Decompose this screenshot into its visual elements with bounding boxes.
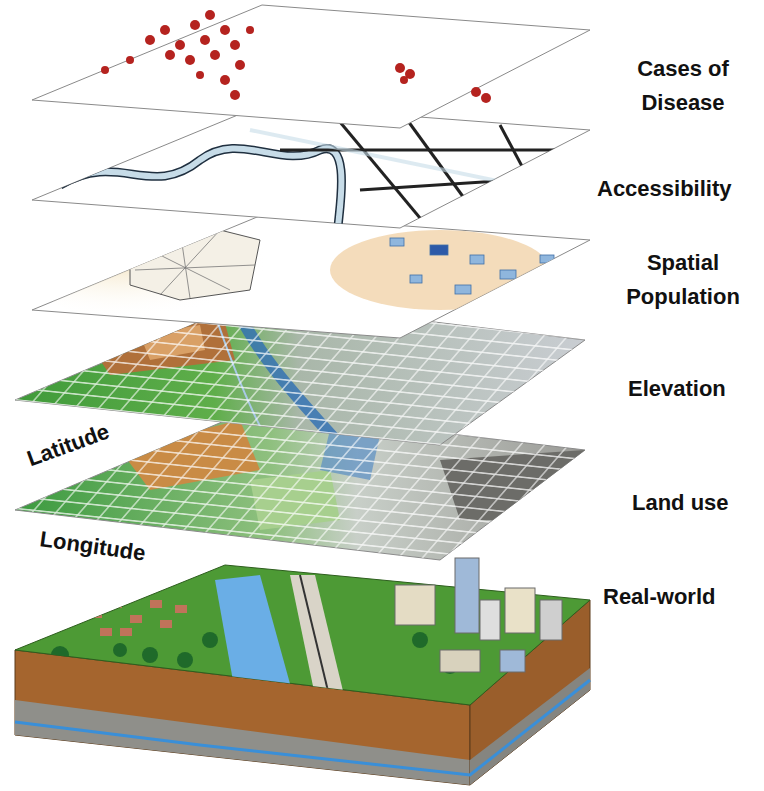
layer-label: Accessibility xyxy=(597,172,732,206)
layer-label: Spatial Population xyxy=(610,246,756,314)
layer-label: Land use xyxy=(632,486,729,520)
layer-label: Latitude xyxy=(22,415,114,476)
layer-label: Real-world xyxy=(603,580,715,614)
layer-label: Elevation xyxy=(628,372,726,406)
layer-label: Longitude xyxy=(38,522,148,570)
layer-label: Cases of Disease xyxy=(610,52,756,120)
